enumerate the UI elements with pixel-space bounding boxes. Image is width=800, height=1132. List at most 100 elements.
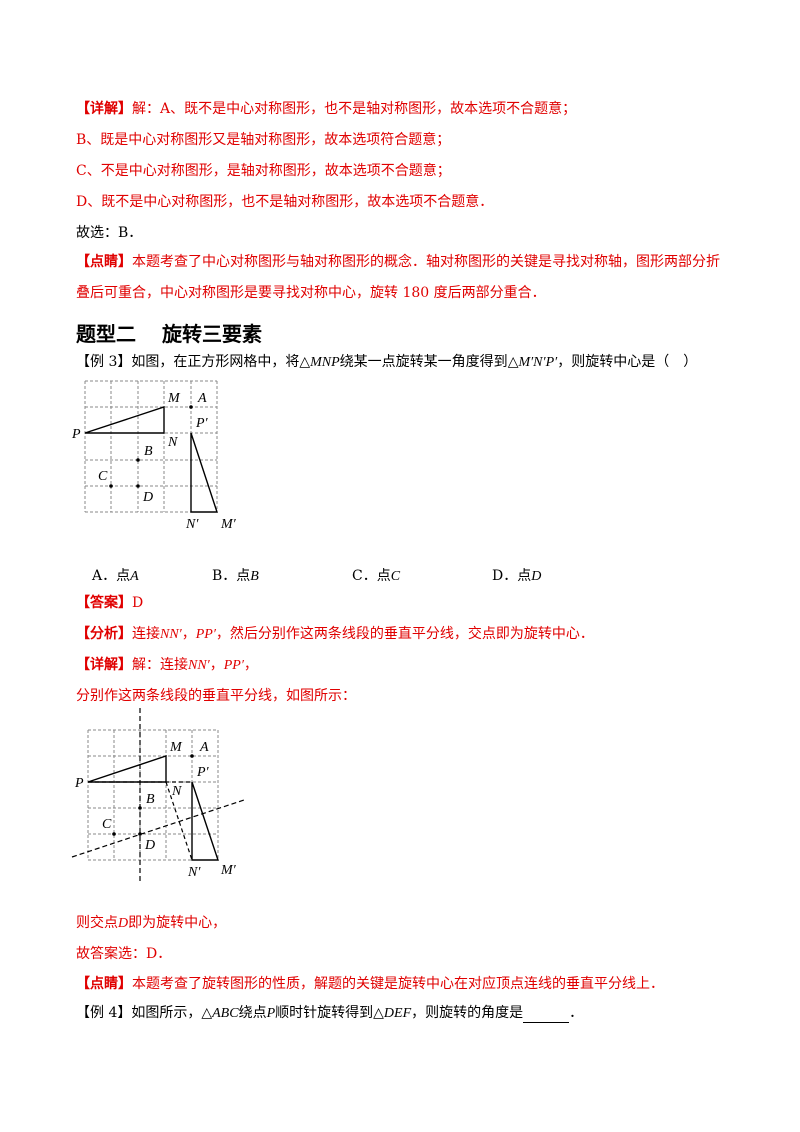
label-d: D [142,490,153,505]
example3-triangle-2: △M′N′P′ [507,355,558,370]
point-a-dot-2 [190,754,194,758]
conclusion-point: D [118,916,129,931]
detail2-line-2: 分别作这两条线段的垂直平分线，如图所示： [76,688,356,704]
label-n-prime: N′ [185,517,199,532]
label-m-prime-2: M′ [220,863,237,878]
example4-text-a: 如图所示， [131,1005,202,1021]
conclusion-line: 则交点D即为旋转中心， [76,914,226,933]
detail-line-4: D、既不是中心对称图形，也不是轴对称图形，故本选项不合题意． [76,194,494,210]
label-a: A [197,391,207,406]
analysis-seg2: PP′ [195,627,216,642]
label-b-2: B [146,792,155,807]
option-b-value: B [250,569,259,584]
detail2-seg2: PP′ [223,658,244,673]
answer-line: 【答案】D [76,594,143,612]
triangle-mnp-prime [190,432,218,513]
note-line-1: 【点睛】本题考查了中心对称图形与轴对称图形的概念．轴对称图形的关键是寻找对称轴，… [76,253,720,271]
label-a-2: A [199,740,209,755]
point-c-dot-2 [112,832,116,836]
detail-line-3: C、不是中心对称图形，是轴对称图形，故本选项不合题意； [76,163,451,179]
example4-triangle-1: △ABC [201,1006,239,1021]
label-n-2: N [171,784,182,799]
label-m-prime: M′ [220,517,237,532]
detail-line-1: 【详解】解：A、既不是中心对称图形，也不是轴对称图形，故本选项不合题意； [76,100,576,118]
note-text: 本题考查了中心对称图形与轴对称图形的概念．轴对称图形的关键是寻找对称轴，图形两部… [132,254,720,270]
example4-tag: 【例 4】 [76,1005,132,1021]
detail-line-2: B、既是中心对称图形又是轴对称图形，故本选项符合题意； [76,132,451,148]
point-b-dot [136,458,140,462]
answer-tag: 【答案】 [76,595,132,611]
point-d-dot-2 [138,832,142,836]
answer-blank[interactable] [523,1008,570,1023]
option-a-prefix: A．点 [92,568,131,584]
option-c-prefix: C．点 [352,568,391,584]
example4-triangle-2: △DEF [373,1006,412,1021]
option-b: B．点B [212,565,259,585]
option-d: D．点D [492,565,541,585]
example3-text-a: 如图，在正方形网格中，将 [131,354,300,370]
label-c-2: C [102,817,112,832]
option-d-value: D [531,569,542,584]
section-heading: 题型二 旋转三要素 [76,318,262,347]
analysis-seg1: NN′ [160,627,182,642]
label-p-prime: P′ [195,416,209,431]
example4-text-c: 顺时针旋转得到 [275,1005,374,1021]
heading-left: 题型二 [76,322,136,346]
note2-text: 本题考查了旋转图形的性质，解题的关键是旋转中心在对应顶点连线的垂直平分线上． [132,976,664,992]
example3-text-b: 绕某一点旋转某一角度得到 [339,354,508,370]
analysis-text-a: 连接 [132,626,160,642]
example4-text-d: ，则旋转的角度是 [411,1005,524,1021]
analysis-text-b: ，然后分别作这两条线段的垂直平分线，交点即为旋转中心． [215,626,594,642]
note2-line: 【点睛】本题考查了旋转图形的性质，解题的关键是旋转中心在对应顶点连线的垂直平分线… [76,975,664,993]
triangle-mnp-2 [87,755,167,783]
example3-tag: 【例 3】 [76,354,132,370]
example4-question: 【例 4】如图所示，△ABC绕点P顺时针旋转得到△DEF，则旋转的角度是 ． [76,1004,583,1023]
conclusion-answer: 故答案选：D． [76,946,172,962]
label-c: C [98,469,108,484]
option-c-value: C [390,569,401,584]
note-tag: 【点睛】 [76,254,132,270]
detail2-tag: 【详解】 [76,657,132,673]
note-line-2: 叠后可重合，中心对称图形是要寻找对称中心，旋转 180 度后两部分重合． [76,285,546,301]
choose-line: 故选：B． [76,225,143,241]
example3-triangle-1: △MNP [299,355,340,370]
heading-right: 旋转三要素 [162,322,262,346]
conclusion-text-a: 则交点 [76,915,118,931]
example3-question: 【例 3】如图，在正方形网格中，将△MNP绕某一点旋转某一角度得到△M′N′P′… [76,353,697,372]
detail-tag: 【详解】 [76,101,132,117]
detail2-sep: ， [209,657,224,673]
point-b-dot-2 [138,806,142,810]
option-b-prefix: B．点 [212,568,251,584]
label-p-2: P [74,776,84,791]
point-a-dot [189,405,193,409]
label-n: N [167,435,178,450]
analysis-sep: ， [181,626,196,642]
example4-text-b: 绕点 [238,1005,267,1021]
label-m: M [167,391,181,406]
option-d-prefix: D．点 [492,568,532,584]
analysis-tag: 【分析】 [76,626,132,642]
example3-text-c: ，则旋转中心是（ ） [557,354,698,370]
analysis-line: 【分析】连接NN′，PP′，然后分别作这两条线段的垂直平分线，交点即为旋转中心． [76,625,594,644]
detail2-text-a: 解：连接 [132,657,188,673]
label-m-2: M [169,740,183,755]
conclusion-text-b: 即为旋转中心， [128,915,227,931]
example4-text-e: ． [569,1005,584,1021]
detail2-text-b: ， [243,657,258,673]
detail2-line-1: 【详解】解：连接NN′，PP′， [76,656,258,675]
option-c: C．点C [352,565,400,585]
label-d-2: D [144,838,155,853]
label-p: P [71,427,81,442]
detail2-seg1: NN′ [188,658,210,673]
label-b: B [144,444,153,459]
point-c-dot [109,484,113,488]
example4-point: P [266,1006,276,1021]
detail-text: 解：A、既不是中心对称图形，也不是轴对称图形，故本选项不合题意； [132,101,577,117]
note2-tag: 【点睛】 [76,976,132,992]
label-p-prime-2: P′ [196,765,210,780]
bisector-slanted [71,799,245,858]
option-a: A．点A [92,565,139,585]
point-d-dot [136,484,140,488]
answer-text: D [132,595,144,611]
